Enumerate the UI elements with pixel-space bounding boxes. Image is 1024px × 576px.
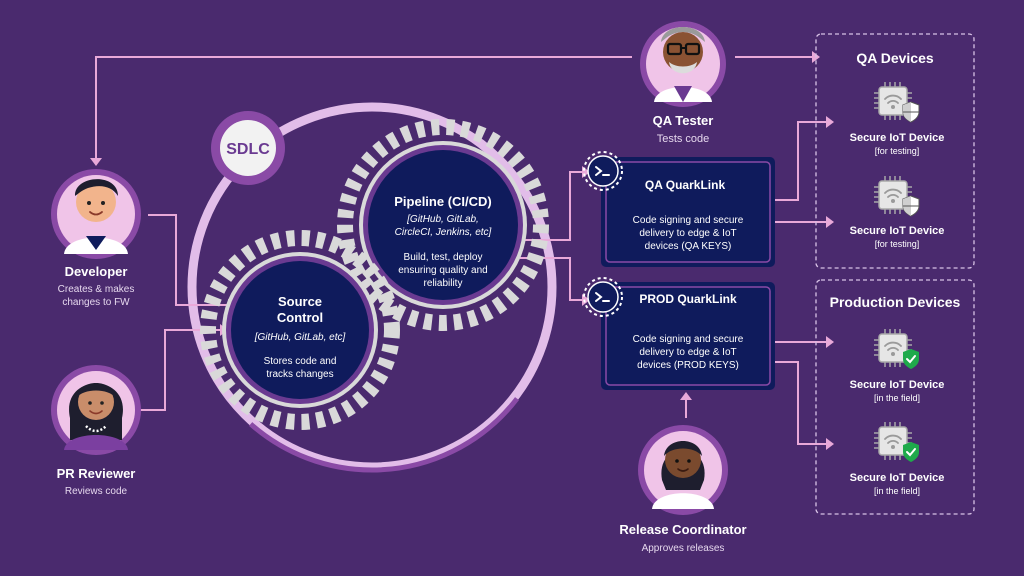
shield-icon [902,101,920,123]
qa-quarklink-title: QA QuarkLink [645,178,726,192]
pipeline-title: Pipeline (CI/CD) [394,194,492,209]
prod-device-2-name: Secure IoT Device [850,472,945,484]
prod-device-1-name: Secure IoT Device [850,379,945,391]
connector-pipeline-to-prod [520,257,582,301]
pipeline-tools-line1: [GitHub, GitLab, [406,214,479,225]
qa-device-1-icon [873,81,920,123]
qa-tester-name: QA Tester [653,113,714,128]
source-control-title-line1: Source [278,294,322,309]
developer-role-line1: Creates & makes [58,284,135,295]
check-shield-icon [903,442,919,462]
terminal-icon [583,277,623,317]
shield-icon [902,195,920,217]
prod-device-1-icon [873,328,919,369]
connector-qa-to-developer [95,56,632,158]
source-control-title-line2: Control [277,310,323,325]
qa-quarklink-desc-line3: devices (QA KEYS) [645,241,732,252]
prod-device-2-icon [873,421,919,462]
production-devices-panel [815,279,975,515]
source-control-desc-line2: tracks changes [266,369,333,380]
developer-avatar [51,169,141,259]
pipeline-tools-line2: CircleCI, Jenkins, etc] [395,227,492,238]
release-coordinator-name: Release Coordinator [619,522,746,537]
sdlc-label: SDLC [226,141,270,158]
qa-device-2-name: Secure IoT Device [850,225,945,237]
connector-developer-to-source [148,214,228,306]
prod-quarklink-desc-line3: devices (PROD KEYS) [637,360,739,371]
qa-device-1-note: [for testing] [875,146,920,156]
check-shield-icon [903,349,919,369]
prod-quarklink-desc-line1: Code signing and secure [633,334,744,345]
terminal-icon [583,151,623,191]
pr-reviewer-avatar [51,365,141,455]
developer-role-line2: changes to FW [62,297,130,308]
qa-device-1-name: Secure IoT Device [850,132,945,144]
prod-device-1-note: [in the field] [874,393,920,403]
prod-device-2-note: [in the field] [874,486,920,496]
prod-quarklink-title: PROD QuarkLink [639,292,737,306]
pipeline-desc-line3: reliability [424,278,463,289]
pipeline-desc-line2: ensuring quality and [398,265,488,276]
prod-quarklink-desc-line2: delivery to edge & IoT [639,347,736,358]
developer-name: Developer [65,264,128,279]
connectors [95,56,826,445]
pr-reviewer-name: PR Reviewer [57,466,136,481]
source-control-gear [200,230,400,430]
pipeline-desc-line1: Build, test, deploy [404,252,483,263]
source-control-desc-line1: Stores code and [264,356,337,367]
connector-qa-device1 [775,121,826,201]
production-devices-title: Production Devices [830,294,961,310]
release-coordinator-avatar [638,425,728,515]
pr-reviewer-role: Reviews code [65,486,128,497]
qa-tester-avatar [640,21,726,107]
qa-device-2-note: [for testing] [875,239,920,249]
prod-quarklink-box [583,277,775,390]
release-coordinator-role: Approves releases [642,543,725,554]
connector-reviewer-to-source [140,329,220,411]
qa-device-2-icon [873,175,920,217]
qa-quarklink-desc-line2: delivery to edge & IoT [639,228,736,239]
qa-devices-panel [815,33,975,269]
connector-pipeline-to-qa [520,171,582,241]
source-control-tools: [GitHub, GitLab, etc] [254,332,346,343]
qa-quarklink-box [583,151,775,267]
sdlc-ring [186,101,558,473]
qa-quarklink-desc-line1: Code signing and secure [633,215,744,226]
pipeline-gear [337,119,549,331]
sdlc-badge: SDLC [211,111,285,185]
connector-prod-device2 [775,361,826,445]
qa-tester-role: Tests code [657,133,710,145]
qa-devices-title: QA Devices [856,50,934,66]
